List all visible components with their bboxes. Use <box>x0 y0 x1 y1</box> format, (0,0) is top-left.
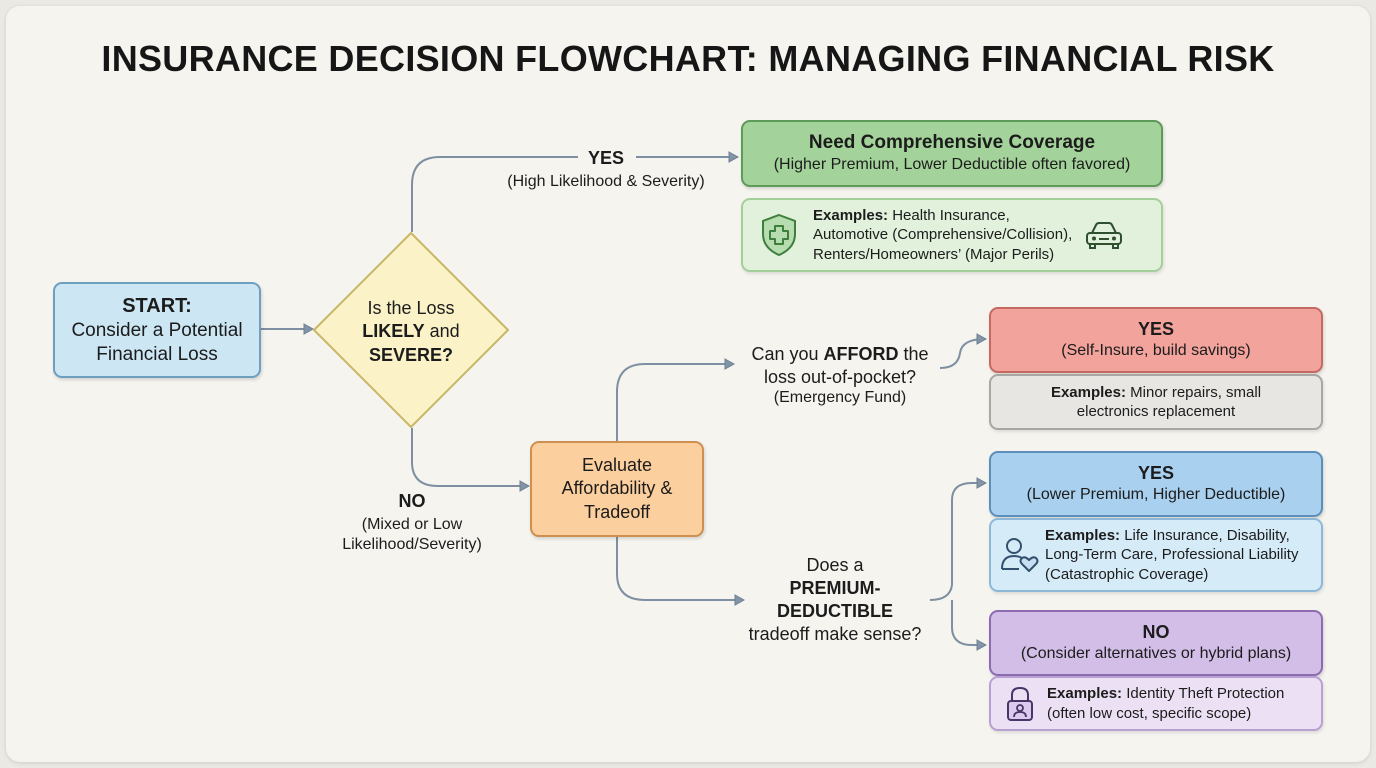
self-insure-examples-label: Examples: <box>1050 383 1126 401</box>
start-line2: Financial Loss <box>96 343 218 365</box>
afford-line3: (Emergency Fund) <box>773 389 907 406</box>
start-heading: START: <box>122 294 192 317</box>
evaluate-line1: Evaluate <box>581 454 653 475</box>
tradeoff-question: Does a PREMIUM- DEDUCTIBLE tradeoff make… <box>735 554 935 646</box>
lower-premium-node: YES (Lower Premium, Higher Deductible) <box>989 451 1323 517</box>
comprehensive-examples-line1: Health Insurance, <box>888 206 1010 224</box>
person-heart-icon <box>1001 538 1039 572</box>
lower-premium-examples-label: Examples: <box>1045 526 1121 544</box>
start-line1: Consider a Potential <box>71 319 243 341</box>
decision-likely: LIKELY <box>362 321 425 342</box>
self-insure-sub: (Self-Insure, build savings) <box>1061 341 1251 359</box>
afford-line2: loss out-of-pocket? <box>763 366 917 387</box>
self-insure-examples-line2: electronics replacement <box>1076 403 1236 420</box>
alternatives-examples-label: Examples: <box>1047 685 1123 702</box>
tradeoff-line3: DEDUCTIBLE <box>777 601 893 622</box>
alternatives-node: NO (Consider alternatives or hybrid plan… <box>989 610 1323 676</box>
decision-severe: SEVERE? <box>368 344 454 365</box>
arrow-evaluate-to-tradeoff <box>616 537 746 606</box>
lower-premium-sub: (Lower Premium, Higher Deductible) <box>1026 485 1286 503</box>
comprehensive-examples-line2: Automotive (Comprehensive/Collision), <box>813 226 1073 244</box>
arrow-decision-no <box>411 428 531 492</box>
comprehensive-examples-label: Examples: <box>813 206 889 224</box>
lower-premium-examples-line2: Long-Term Care, Professional Liability <box>1045 546 1299 564</box>
page-title: INSURANCE DECISION FLOWCHART: MANAGING F… <box>101 38 1275 79</box>
shield-medical-cross-icon <box>762 213 796 257</box>
comprehensive-sub: (Higher Premium, Lower Deductible often … <box>773 155 1131 173</box>
afford-bold: AFFORD <box>823 344 899 364</box>
no-sublabel-2: Likelihood/Severity) <box>342 535 482 553</box>
alternatives-examples-line1: Identity Theft Protection <box>1122 685 1285 702</box>
lower-premium-examples-line1: Life Insurance, Disability, <box>1120 526 1290 544</box>
yes-sublabel: (High Likelihood & Severity) <box>507 172 705 190</box>
afford-post: the <box>898 344 929 364</box>
comprehensive-coverage-node: Need Comprehensive Coverage (Higher Prem… <box>741 120 1163 187</box>
lower-premium-examples: Examples: Life Insurance, Disability, Lo… <box>989 518 1323 592</box>
decision-text: Is the Loss LIKELY and SEVERE? <box>341 297 481 367</box>
arrow-tradeoff-to-alternatives <box>951 600 988 651</box>
decision-diamond <box>313 232 509 428</box>
comprehensive-examples-line3: Renters/Homeowners’ (Major Perils) <box>813 245 1055 263</box>
padlock-person-icon <box>1007 686 1033 721</box>
car-icon <box>1086 222 1123 249</box>
self-insure-examples: Examples: Minor repairs, small electroni… <box>989 374 1323 430</box>
alternatives-sub: (Consider alternatives or hybrid plans) <box>1020 644 1292 662</box>
lower-premium-title: YES <box>1137 463 1175 484</box>
evaluate-node: Evaluate Affordability & Tradeoff <box>530 441 704 537</box>
no-branch-label: NO (Mixed or Low Likelihood/Severity) <box>322 490 502 555</box>
arrow-tradeoff-fork <box>929 584 953 601</box>
alternatives-examples-line2: (often low cost, specific scope) <box>1047 704 1252 722</box>
yes-label: YES <box>587 148 625 168</box>
self-insure-examples-line1: Minor repairs, small <box>1126 383 1262 401</box>
evaluate-line2: Affordability & <box>561 478 673 499</box>
afford-pre: Can you <box>751 344 824 364</box>
start-node: START: Consider a Potential Financial Lo… <box>53 282 261 378</box>
arrow-tradeoff-to-lower-premium <box>951 477 988 585</box>
arrow-decision-yes-up <box>411 156 578 232</box>
decision-line1: Is the Loss <box>367 298 455 318</box>
arrow-evaluate-to-afford <box>616 358 736 441</box>
tradeoff-line1: Does a <box>806 555 864 575</box>
no-label: NO <box>398 491 426 511</box>
tradeoff-line4: tradeoff make sense? <box>748 624 922 645</box>
afford-question: Can you AFFORD the loss out-of-pocket? (… <box>740 343 940 408</box>
arrow-afford-to-self-insure <box>939 333 988 369</box>
comprehensive-title: Need Comprehensive Coverage <box>808 131 1096 153</box>
evaluate-line3: Tradeoff <box>583 501 651 522</box>
comprehensive-examples: Examples: Health Insurance, Automotive (… <box>741 198 1163 272</box>
yes-branch-label: YES (High Likelihood & Severity) <box>470 147 742 192</box>
alternatives-title: NO <box>1142 622 1170 643</box>
lower-premium-examples-line3: (Catastrophic Coverage) <box>1045 565 1209 583</box>
self-insure-title: YES <box>1137 319 1175 340</box>
no-sublabel-1: (Mixed or Low <box>361 515 463 533</box>
self-insure-node: YES (Self-Insure, build savings) <box>989 307 1323 373</box>
alternatives-examples: Examples: Identity Theft Protection (oft… <box>989 676 1323 731</box>
tradeoff-line2: PREMIUM- <box>789 578 881 599</box>
decision-and: and <box>424 321 460 342</box>
